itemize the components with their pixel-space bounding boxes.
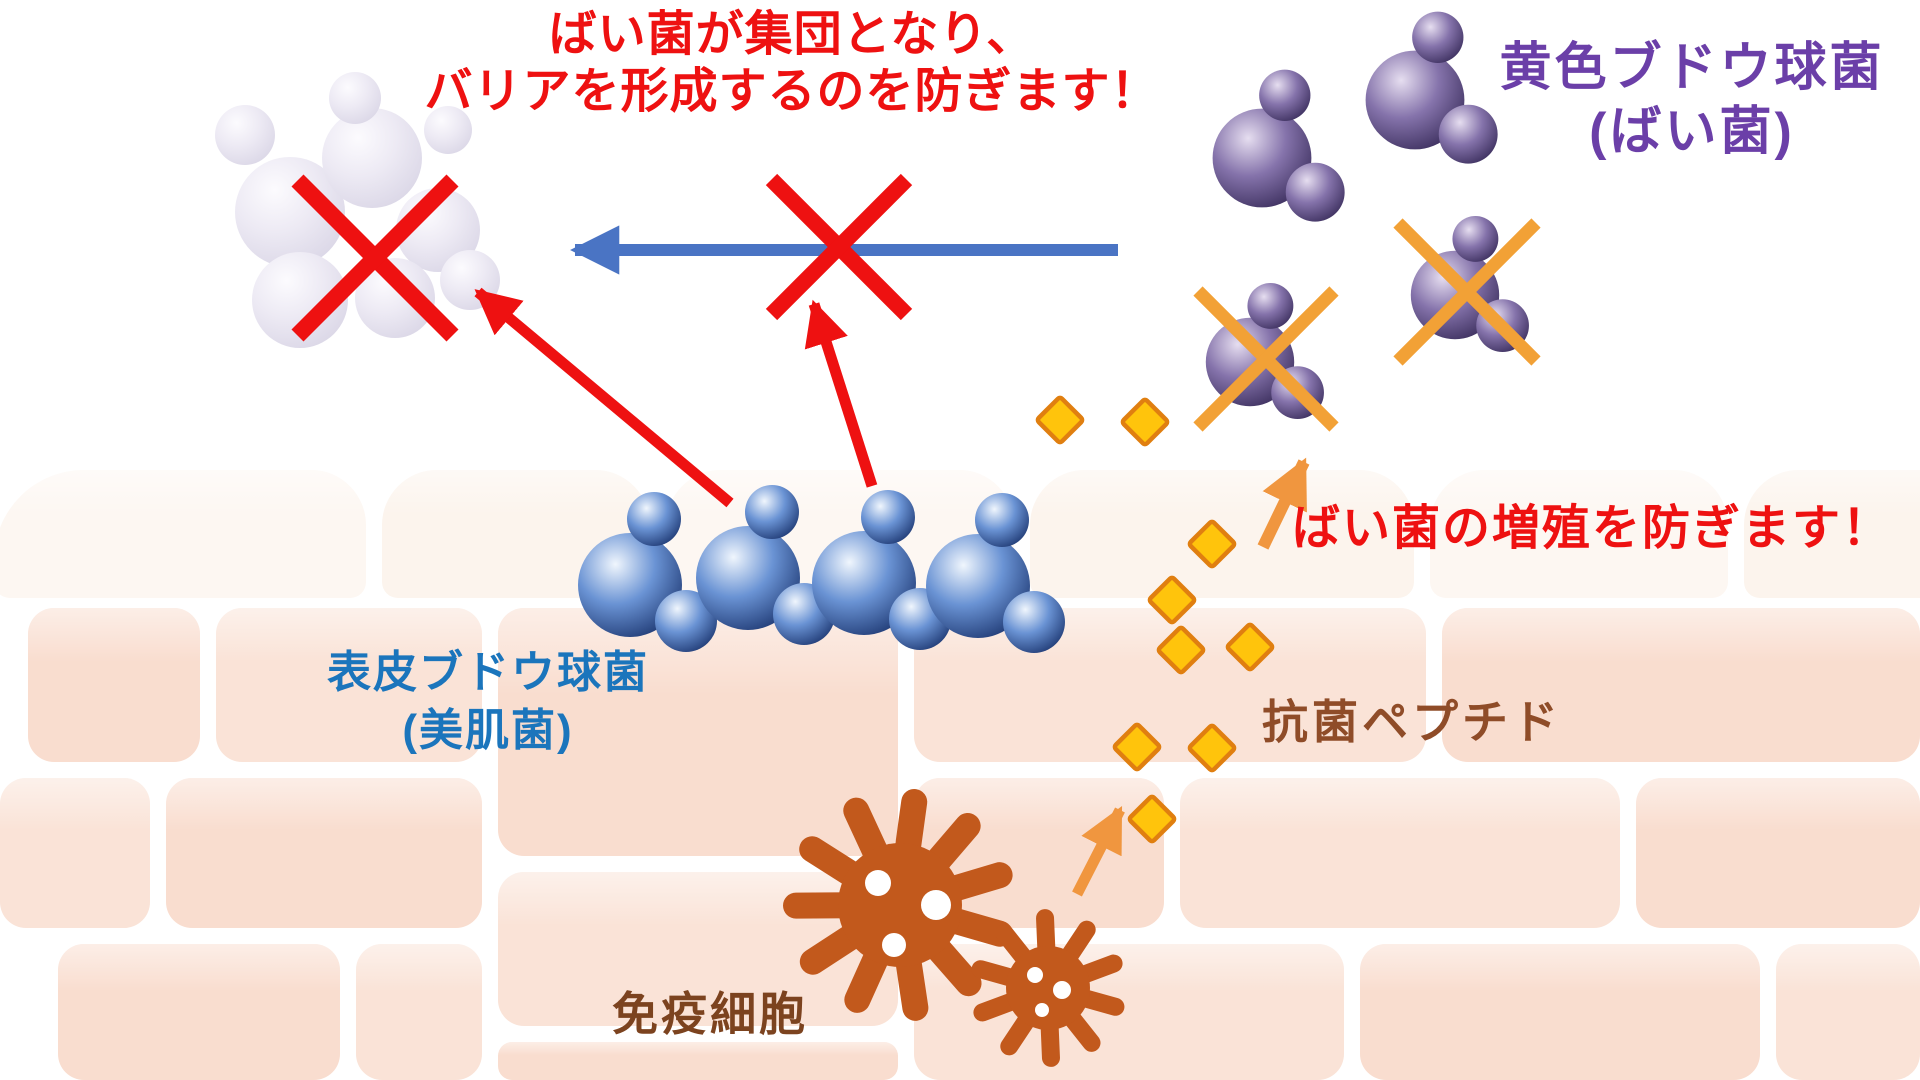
antimicrobial-peptide-diamond-icon (1127, 794, 1177, 844)
skin-cell-brick (356, 944, 482, 1080)
staphylococcus-aureus-crossed-1 (1205, 317, 1295, 407)
skin-cell-brick (1442, 608, 1920, 762)
antimicrobial-peptide-diamond-icon (1112, 722, 1162, 772)
antimicrobial-peptide-diamond-icon (1035, 395, 1085, 445)
staphylococcus-aureus-1 (1285, 162, 1345, 222)
antimicrobial-peptide-diamond-icon (1147, 575, 1197, 625)
faded-bacterium-sphere (252, 252, 348, 348)
orange-cross-icon (1193, 286, 1339, 432)
skin-cell-brick (1776, 944, 1920, 1080)
skin-cell-brick (1360, 944, 1760, 1080)
epidermidis-bacterium (812, 531, 916, 635)
growth-block-caption: ばい菌の増殖を防ぎます！ (1292, 502, 1893, 555)
staphylococcus-aureus-2 (1438, 104, 1498, 164)
red-cross-icon (765, 173, 913, 321)
antimicrobial-peptide-diamond-icon (1187, 723, 1237, 773)
immune-cell-hole (1035, 1003, 1049, 1017)
skin-cell-brick (498, 1042, 898, 1080)
immune-cell-label: 免疫細胞 (612, 988, 808, 1040)
skin-surface-cell (0, 470, 366, 598)
epidermidis-label-line2: (美肌菌) (402, 706, 574, 755)
faded-bacterium-sphere (355, 258, 435, 338)
aureus-label: 黄色ブドウ球菌 (ばい菌) (1499, 36, 1884, 164)
immune-cells (783, 788, 1125, 1067)
epidermidis-bacterium (745, 485, 799, 539)
skin-surface-cell (1030, 470, 1414, 598)
barrier-caption-line2: バリアを形成するのを防ぎます！ (424, 65, 1160, 118)
epidermidis-bacterium (975, 493, 1029, 547)
skin-surface-cell (1744, 470, 1920, 598)
skin-cell-brick (1636, 778, 1920, 928)
epidermidis-bacterium (926, 534, 1030, 638)
barrier-block-caption: ばい菌が集団となり、 バリアを形成するのを防ぎます！ (424, 6, 1159, 120)
epidermidis-bacterium (861, 490, 915, 544)
immune-cell-small (971, 909, 1125, 1067)
red-cross-icon (291, 174, 459, 342)
red-block-arrow-1 (474, 287, 734, 508)
faded-bacterium-sphere (215, 105, 275, 165)
faded-bacterium-sphere (424, 106, 472, 154)
immune-cell-body (1006, 946, 1090, 1030)
immune-cell-hole (882, 933, 906, 957)
immune-cell-hole (1053, 981, 1071, 999)
orange-cross-icon (1393, 218, 1541, 366)
immune-cell-large (783, 788, 1013, 1021)
orange-secretion-arrow-2 (1072, 805, 1125, 897)
staphylococcus-aureus-crossed-2 (1452, 215, 1499, 262)
antimicrobial-peptide-diamond-icon (1187, 519, 1237, 569)
epidermidis-bacterium (655, 590, 717, 652)
skin-cell-brick (58, 944, 340, 1080)
skin-cell-brick (0, 778, 150, 928)
skin-cell-brick (216, 608, 482, 762)
red-cross-icon (765, 173, 913, 321)
peptide-label: 抗菌ペプチド (1262, 696, 1562, 748)
antimicrobial-peptide-diamond-icon (1120, 397, 1170, 447)
immune-cell-hole (921, 890, 951, 920)
epidermidis-bacterium (696, 526, 800, 630)
skin-cell-brick (1180, 778, 1620, 928)
orange-cross-icon (1193, 286, 1339, 432)
antimicrobial-peptide-diamond-icon (1156, 625, 1206, 675)
orange-secretion-arrow-1 (1257, 457, 1310, 550)
epidermidis-bacterium (1003, 591, 1065, 653)
skin-surface-cell (1430, 470, 1728, 598)
staphylococcus-aureus-1 (1259, 69, 1311, 121)
immune-cell-hole (1027, 967, 1043, 983)
staphylococcus-aureus-1 (1212, 108, 1312, 208)
faded-bacterium-sphere (235, 157, 345, 267)
faded-bacterium-sphere (329, 72, 381, 124)
orange-cross-icon (1393, 218, 1541, 366)
staphylococcus-aureus-group (1205, 11, 1529, 419)
red-block-arrow-2 (804, 299, 878, 488)
epidermidis-bacterium (578, 533, 682, 637)
faded-bacterium-sphere (322, 108, 422, 208)
staphylococcus-aureus-2 (1412, 11, 1464, 63)
antimicrobial-peptide-diamond-icon (1225, 622, 1275, 672)
barrier-caption-line1: ばい菌が集団となり、 (548, 8, 1036, 61)
immune-cell-hole (865, 870, 891, 896)
staphylococcus-aureus-crossed-1 (1247, 282, 1294, 329)
skin-cell-brick (914, 608, 1426, 762)
aureus-label-line1: 黄色ブドウ球菌 (1499, 39, 1885, 97)
aureus-label-line2: (ばい菌) (1589, 103, 1795, 161)
staphylococcus-epidermidis-chain (578, 485, 1065, 653)
epidermidis-bacterium (627, 492, 681, 546)
epidermidis-label-line1: 表皮ブドウ球菌 (327, 648, 649, 697)
antimicrobial-peptide-diamonds (1035, 395, 1275, 844)
red-cross-icon (291, 174, 459, 342)
epidermidis-label: 表皮ブドウ球菌 (美肌菌) (327, 644, 649, 760)
skin-cell-brick (28, 608, 200, 762)
staphylococcus-aureus-2 (1365, 50, 1465, 150)
skin-cell-brick (166, 778, 482, 928)
